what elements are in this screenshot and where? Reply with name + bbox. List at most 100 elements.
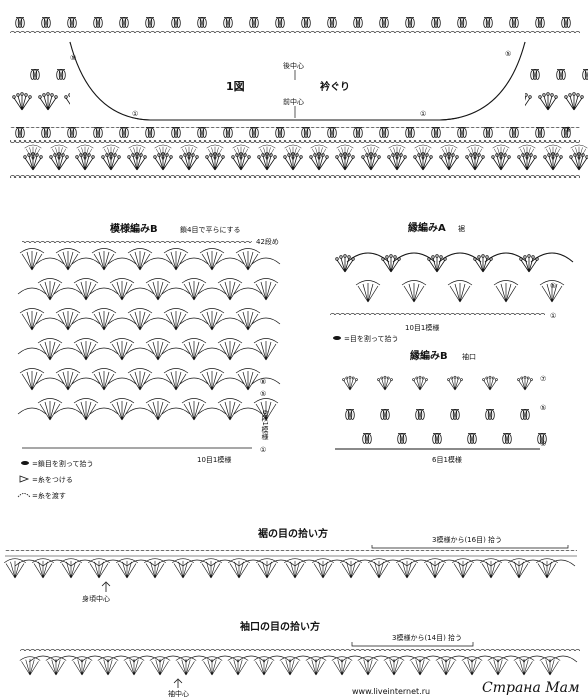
legend-attach-yarn: =糸をつける (32, 475, 73, 484)
hem-pickup-chart: 裾の目の拾い方 3模様から(16目) 拾う 身頃中心 (3, 527, 577, 603)
collar-fan-stitch (336, 144, 354, 161)
collar-fan-stitch (180, 144, 198, 161)
edge-b-row-5: ⑤ (540, 404, 546, 412)
cuff-pickup-title: 袖口の目の拾い方 (239, 620, 320, 633)
cuff-fan-stitch (305, 656, 327, 676)
collar-cluster-stitch (535, 127, 545, 138)
collar-cluster-stitch (301, 127, 311, 138)
collar-fan-stitch (518, 144, 536, 161)
pattern-b-chain-arch (53, 347, 83, 355)
pattern-b-chain-arch (89, 407, 119, 415)
collar-cluster-stitch (171, 17, 181, 28)
pattern-b-chain-arch (53, 407, 83, 415)
pattern-b-motifs (17, 248, 281, 421)
pattern-b-row42: 42段め (256, 237, 279, 246)
collar-fan-stitch (284, 144, 302, 161)
hem-chain-arch (546, 559, 576, 567)
pattern-b-chain-arch (35, 257, 65, 265)
pattern-b-legend: =鎖目を割って拾う =糸をつける =糸を渡す (17, 459, 94, 500)
edge-b-cluster-stitch (485, 409, 495, 420)
pattern-b-fan-stitch (145, 338, 171, 361)
pattern-b-fan-stitch (73, 398, 99, 421)
pattern-b-fan-stitch (181, 398, 207, 421)
pattern-b-chain-arch (71, 317, 101, 325)
collar-cluster-stitch (93, 127, 103, 138)
cuff-fan-stitch (227, 656, 249, 676)
collar-fan-stitch (128, 144, 146, 161)
pattern-b-fan-stitch (55, 368, 81, 391)
collar-cluster-stitch (379, 127, 389, 138)
pattern-b-fan-stitch (127, 308, 153, 331)
pattern-b-fan-stitch (37, 398, 63, 421)
collar-cluster-stitch (223, 17, 233, 28)
collar-cluster-stitch (275, 127, 285, 138)
edge-a-sub: 裾 (458, 224, 465, 233)
pattern-b-chain-arch (107, 257, 137, 265)
collar-figure-label: 1図 (226, 79, 245, 93)
cuff-fan-stitch (487, 656, 509, 676)
edge-a-chart: 縁編みA 裾 ⑤ ① 10目1模様 =目を割って拾う (330, 221, 574, 343)
hem-pickup-title: 裾の目の拾い方 (258, 527, 328, 540)
edge-b-cluster-stitch (380, 409, 390, 420)
collar-cluster-stitch (483, 17, 493, 28)
edge-a-shell-stitch (519, 254, 539, 273)
pattern-b-fan-stitch (163, 368, 189, 391)
pattern-b-chain-arch (161, 347, 191, 355)
watermark-brand: Страна Мам (482, 680, 580, 696)
edge-b-row-1: ① (540, 440, 546, 448)
pattern-b-chain-arch (17, 407, 47, 415)
cuff-fan-stitch (331, 656, 353, 676)
collar-cluster-stitch (457, 17, 467, 28)
edge-b-shell-stitch (342, 375, 358, 391)
collar-fan-stitch (544, 144, 562, 161)
edge-a-repeat: 10目1模様 (405, 323, 439, 332)
pattern-b-chain-arch (107, 317, 137, 325)
pattern-b-fan-stitch (163, 248, 189, 271)
collar-fan-stitch (102, 144, 120, 161)
edge-b-cluster-stitch (520, 409, 530, 420)
collar-cluster-stitch (67, 17, 77, 28)
pattern-b-chain-arch (233, 407, 263, 415)
edge-a-motifs (335, 252, 574, 303)
collar-cluster-stitch (327, 127, 337, 138)
edge-b-cluster-stitch (345, 409, 355, 420)
collar-shell-stitch (538, 92, 558, 111)
pattern-b-chain-arch (125, 347, 155, 355)
pattern-b-chain-arch (161, 407, 191, 415)
cuff-fan-stitch (201, 656, 223, 676)
collar-fan-stitch (310, 144, 328, 161)
pattern-b-chain-arch (125, 287, 155, 295)
collar-cluster-stitch (41, 17, 51, 28)
collar-fan-stitch (24, 144, 42, 161)
watermark-url: www.liveinternet.ru (352, 687, 430, 696)
edge-b-shell-stitch (482, 375, 498, 391)
edge-a-shell-stitch (427, 254, 447, 273)
pattern-b-fan-stitch (91, 248, 117, 271)
pattern-b-chain-arch (107, 377, 137, 385)
pattern-b-chain-arch (17, 287, 47, 295)
collar-cluster-stitch (41, 127, 51, 138)
cuff-fan-stitch (71, 656, 93, 676)
pattern-b-fan-stitch (19, 248, 45, 271)
collar-cluster-stitch (15, 17, 25, 28)
pattern-b-chain-arch (179, 377, 209, 385)
collar-fan-stitch (570, 144, 588, 161)
pattern-b-fan-stitch (217, 338, 243, 361)
edge-b-row-7: ⑦ (540, 375, 546, 383)
pattern-b-chain-arch (197, 287, 227, 295)
collar-cluster-stitch (561, 17, 571, 28)
pattern-b-chain-arch (251, 317, 281, 325)
legend-carry-yarn: =糸を渡す (32, 491, 66, 500)
collar-fan-stitch (50, 144, 68, 161)
collar-shell-stitch (564, 92, 584, 111)
pattern-b-repeat: 10目1模様 (197, 455, 231, 464)
pattern-b-fan-stitch (91, 368, 117, 391)
edge-a-title: 縁編みA (408, 221, 446, 234)
collar-shell-stitch (12, 92, 32, 111)
collar-fan-stitch (388, 144, 406, 161)
collar-cluster-stitch (15, 127, 25, 138)
cuff-fan-stitch (97, 656, 119, 676)
edge-b-cluster-stitch (362, 433, 372, 444)
collar-cluster-stitch (431, 17, 441, 28)
pattern-b-chain-arch (161, 287, 191, 295)
